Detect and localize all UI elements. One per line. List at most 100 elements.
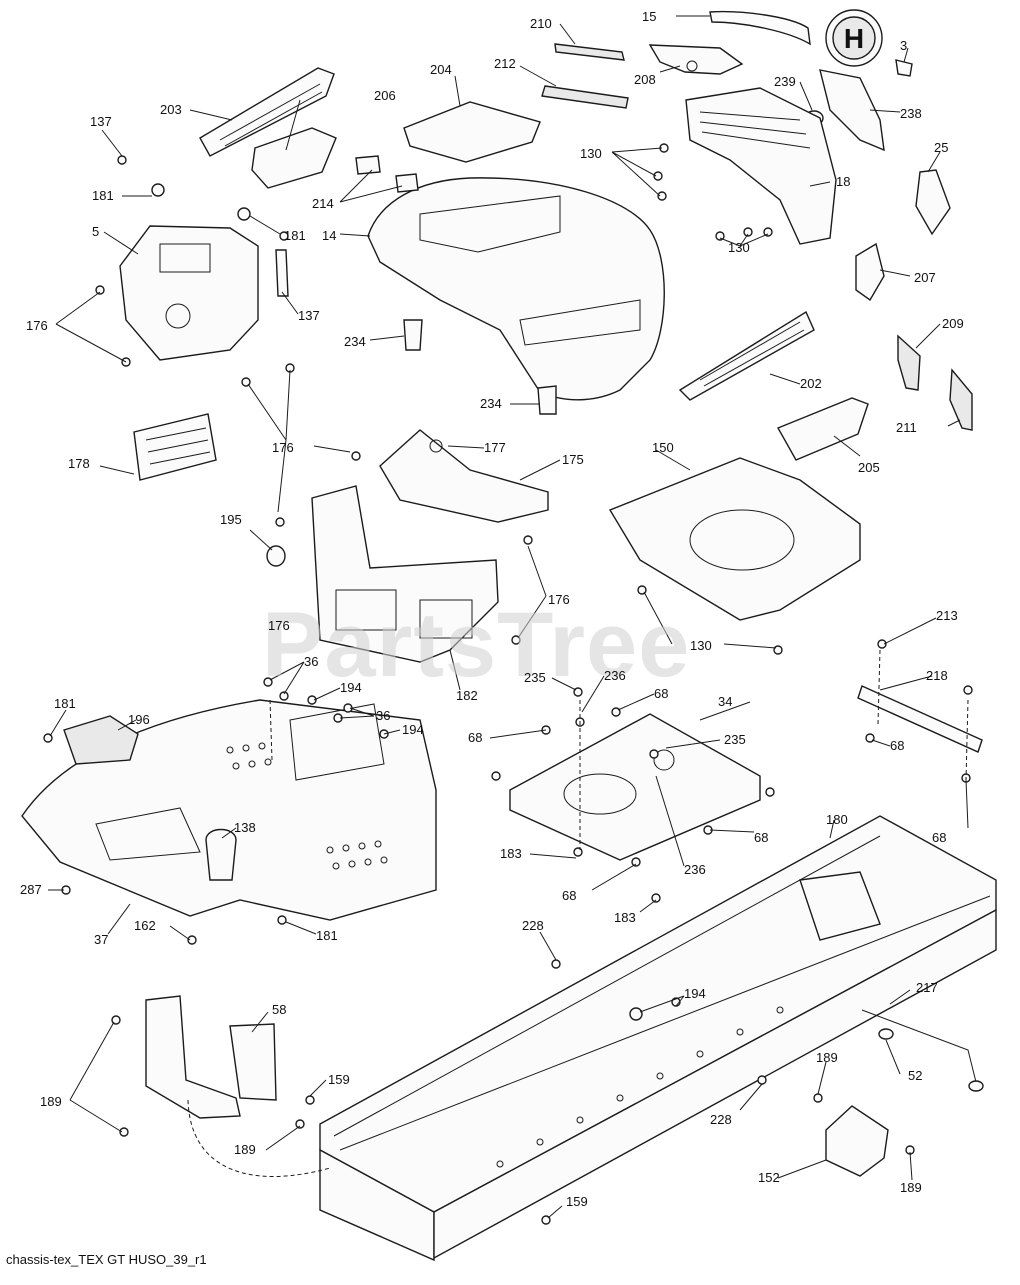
part-214-clip-2 (395, 173, 419, 193)
label-218: 218 (926, 668, 948, 683)
label-180: 180 (826, 812, 848, 827)
label-52: 52 (908, 1068, 922, 1083)
part-206-bracket (251, 127, 337, 189)
label-189-c: 189 (234, 1142, 256, 1157)
part-25-trim (915, 169, 951, 236)
label-194-b: 194 (402, 722, 424, 737)
part-175-bracket (379, 429, 549, 523)
part-180-bracket-block (799, 871, 881, 941)
label-162: 162 (134, 918, 156, 933)
part-211-strip (949, 368, 973, 431)
label-236-b: 236 (684, 862, 706, 877)
part-177-bolt (429, 439, 443, 453)
assembly-dash-2 (877, 649, 881, 725)
part-204-hood-insert (403, 101, 541, 163)
label-130-grille: 130 (728, 240, 750, 255)
part-138-boot (205, 828, 237, 881)
label-207: 207 (914, 270, 936, 285)
part-234-clip-a (403, 319, 423, 351)
frame-holes (496, 1006, 784, 1168)
label-234-a: 234 (344, 334, 366, 349)
part-208-bracket (648, 44, 744, 75)
label-235-top: 235 (524, 670, 546, 685)
footer-caption: chassis-tex_TEX GT HUSO_39_r1 (6, 1252, 207, 1267)
label-181-dash: 181 (284, 228, 306, 243)
label-159-b: 159 (566, 1194, 588, 1209)
label-68-e: 68 (932, 830, 946, 845)
label-234-b: 234 (480, 396, 502, 411)
label-204: 204 (430, 62, 452, 77)
label-206: 206 (374, 88, 396, 103)
label-14: 14 (322, 228, 336, 243)
part-196-pad (63, 715, 139, 765)
part-34-opening (563, 773, 637, 815)
label-210: 210 (530, 16, 552, 31)
label-34: 34 (718, 694, 732, 709)
label-183-b: 183 (614, 910, 636, 925)
part-15-trim (709, 10, 811, 46)
part-208-hole (686, 60, 698, 72)
label-202: 202 (800, 376, 822, 391)
label-68-c: 68 (890, 738, 904, 753)
label-176-low: 176 (268, 618, 290, 633)
label-5: 5 (92, 224, 99, 239)
label-68-b: 68 (468, 730, 482, 745)
part-214-clip (355, 155, 381, 175)
label-189-d: 189 (900, 1180, 922, 1195)
label-182: 182 (456, 688, 478, 703)
label-3: 3 (900, 38, 907, 53)
part-150-shroud (608, 457, 861, 621)
label-36-b: 36 (376, 708, 390, 723)
label-177: 177 (484, 440, 506, 455)
part-195-grommet (266, 545, 286, 567)
label-205: 205 (858, 460, 880, 475)
label-181-low: 181 (316, 928, 338, 943)
label-213: 213 (936, 608, 958, 623)
dash-key (165, 303, 191, 329)
part-202-grille-bar (678, 310, 815, 401)
label-138: 138 (234, 820, 256, 835)
label-236-top: 236 (604, 668, 626, 683)
label-181-left: 181 (54, 696, 76, 711)
part-182-dash-frame (311, 485, 499, 663)
part-212-emblem-strip (541, 85, 629, 109)
part-203-trim (199, 67, 335, 157)
leader-lines (48, 15, 969, 1219)
label-176-mid: 176 (272, 440, 294, 455)
label-36-a: 36 (304, 654, 318, 669)
label-214: 214 (312, 196, 334, 211)
label-130-top: 130 (580, 146, 602, 161)
part-207-light (855, 242, 885, 302)
part-205-cover (777, 397, 869, 461)
label-239: 239 (774, 74, 796, 89)
label-287: 287 (20, 882, 42, 897)
part-209-strip (897, 334, 921, 391)
part-180-frame-lower (319, 1148, 435, 1262)
label-25: 25 (934, 140, 948, 155)
part-5-dash-panel (119, 225, 259, 361)
part-238-grille-side (819, 69, 885, 152)
part-52-nut-a (878, 1028, 894, 1040)
label-235-b: 235 (724, 732, 746, 747)
label-238: 238 (900, 106, 922, 121)
part-234-clip-b (537, 385, 557, 415)
label-181-top: 181 (92, 188, 114, 203)
label-175: 175 (562, 452, 584, 467)
part-34-hole (653, 749, 675, 771)
part-152-bracket (825, 1105, 889, 1177)
part-217-rod (861, 1009, 977, 1083)
label-228-a: 228 (522, 918, 544, 933)
callout-labels: 15 210 3 204 212 208 239 238 203 206 137… (20, 9, 964, 1209)
label-176-left: 176 (26, 318, 48, 333)
part-18-grille-housing (685, 87, 837, 245)
label-150: 150 (652, 440, 674, 455)
label-212: 212 (494, 56, 516, 71)
brand-badge: H (825, 9, 883, 67)
label-58: 58 (272, 1002, 286, 1017)
label-211: 211 (896, 420, 917, 435)
part-182-opening-2 (419, 599, 473, 639)
part-210-emblem-strip (554, 43, 625, 61)
label-208: 208 (634, 72, 656, 87)
